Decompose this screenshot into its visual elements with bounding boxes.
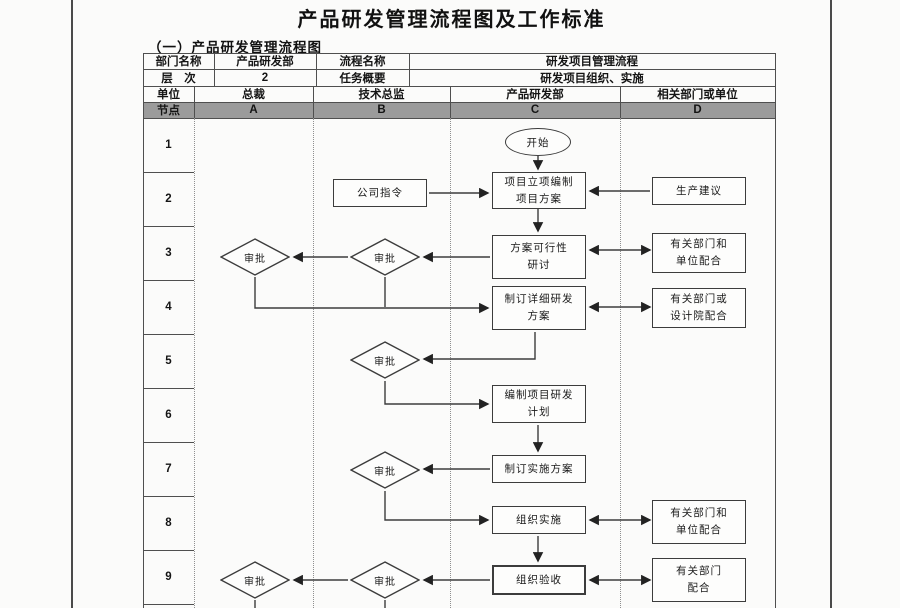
connector-approve-a3-to-detail [254, 277, 490, 314]
node-band [143, 102, 775, 118]
diamond-shape [350, 341, 420, 379]
row-number: 3 [165, 247, 172, 259]
approval-label: 审批 [244, 576, 266, 588]
info-task-label: 任务概要 [339, 72, 386, 85]
grid-line [143, 102, 775, 103]
grid-line [409, 53, 410, 86]
lane-separator [313, 118, 314, 608]
approval-diamond-b7: 审批 [350, 451, 420, 489]
info-level-value: 2 [261, 71, 269, 84]
node-row-label: 节点 [157, 105, 180, 117]
info-process-label: 流程名称 [339, 56, 386, 68]
approval-diamond-a3: 审批 [220, 238, 290, 276]
grid-line [775, 53, 776, 608]
grid-line [143, 118, 775, 119]
flow-box-impl-plan: 制订实施方案 [492, 455, 586, 483]
diamond-shape [220, 238, 290, 276]
connector-approve-b7-to-implement [384, 491, 490, 526]
node-col-a: A [249, 104, 258, 116]
info-level-label: 层 次 [161, 72, 196, 85]
flow-box-dept-support-9: 有关部门 配合 [652, 558, 746, 602]
flow-box-rd-schedule: 编制项目研发 计划 [492, 385, 586, 423]
grid-line [143, 604, 194, 605]
flow-box-production-advice: 生产建议 [652, 177, 746, 205]
connector-approve-b5-to-schedule [384, 381, 490, 410]
grid-line [143, 496, 194, 497]
flow-box-acceptance: 组织验收 [492, 565, 586, 595]
grid-line [620, 86, 621, 118]
approval-diamond-a9: 审批 [220, 561, 290, 599]
approval-label: 审批 [374, 576, 396, 588]
approval-diamond-b5: 审批 [350, 341, 420, 379]
flow-box-dept-unit-support-8: 有关部门和 单位配合 [652, 500, 746, 544]
flow-box-project-init: 项目立项编制 项目方案 [492, 172, 586, 209]
lane-separator [450, 118, 451, 608]
row-number: 6 [165, 409, 172, 421]
grid-line [143, 172, 194, 173]
flow-box-feasibility: 方案可行性 研讨 [492, 235, 586, 279]
grid-line [143, 53, 144, 608]
approval-label: 审批 [374, 356, 396, 368]
flow-box-dept-unit-support-3: 有关部门和 单位配合 [652, 233, 746, 273]
unit-col-a: 总裁 [242, 89, 265, 101]
grid-line [450, 86, 451, 118]
node-col-b: B [377, 104, 386, 116]
grid-line [313, 86, 314, 118]
connector-detail-to-approve-b5 [422, 332, 536, 365]
unit-col-c: 产品研发部 [506, 89, 564, 101]
grid-line [143, 442, 194, 443]
flow-box-detailed-plan: 制订详细研发 方案 [492, 286, 586, 330]
approval-label: 审批 [244, 253, 266, 265]
flow-start-terminator: 开始 [505, 128, 571, 156]
grid-line [214, 53, 215, 86]
diamond-shape [220, 561, 290, 599]
node-col-d: D [693, 104, 702, 116]
approval-label: 审批 [374, 466, 396, 478]
page-title: 产品研发管理流程图及工作标准 [297, 9, 606, 31]
info-dept-label: 部门名称 [155, 56, 202, 68]
approval-diamond-b3: 审批 [350, 238, 420, 276]
unit-col-d: 相关部门或单位 [657, 89, 738, 101]
info-task-value: 研发项目组织、实施 [540, 72, 644, 85]
row-number: 4 [165, 301, 172, 313]
diamond-shape [350, 451, 420, 489]
grid-line [143, 86, 775, 87]
grid-line [143, 550, 194, 551]
grid-line [143, 334, 194, 335]
row-number: 7 [165, 463, 172, 475]
approval-label: 审批 [374, 253, 396, 265]
row-number: 2 [165, 193, 172, 205]
page-right-edge-line [830, 0, 832, 608]
section-heading: （一）产品研发管理流程图 [148, 40, 322, 55]
unit-row-label: 单位 [157, 89, 180, 101]
row-number: 8 [165, 517, 172, 529]
diamond-shape [350, 238, 420, 276]
row-number: 9 [165, 571, 172, 583]
node-col-c: C [530, 104, 540, 116]
grid-line [143, 69, 775, 70]
flow-box-company-order: 公司指令 [333, 179, 427, 207]
lane-separator [620, 118, 621, 608]
grid-line [143, 280, 194, 281]
info-process-value: 研发项目管理流程 [546, 56, 638, 68]
flow-box-design-inst-support: 有关部门或 设计院配合 [652, 288, 746, 328]
approval-diamond-b9: 审批 [350, 561, 420, 599]
grid-line [143, 388, 194, 389]
info-dept-value: 产品研发部 [236, 56, 294, 68]
grid-line [143, 226, 194, 227]
grid-line [194, 86, 195, 118]
diamond-shape [350, 561, 420, 599]
row-number: 5 [165, 355, 172, 367]
grid-line [316, 53, 317, 86]
row-number: 1 [165, 139, 172, 151]
page-left-edge-line [71, 0, 73, 608]
flow-box-organize-impl: 组织实施 [492, 506, 586, 534]
unit-col-b: 技术总监 [358, 89, 405, 101]
lane-separator [194, 118, 195, 608]
grid-line [143, 53, 775, 54]
